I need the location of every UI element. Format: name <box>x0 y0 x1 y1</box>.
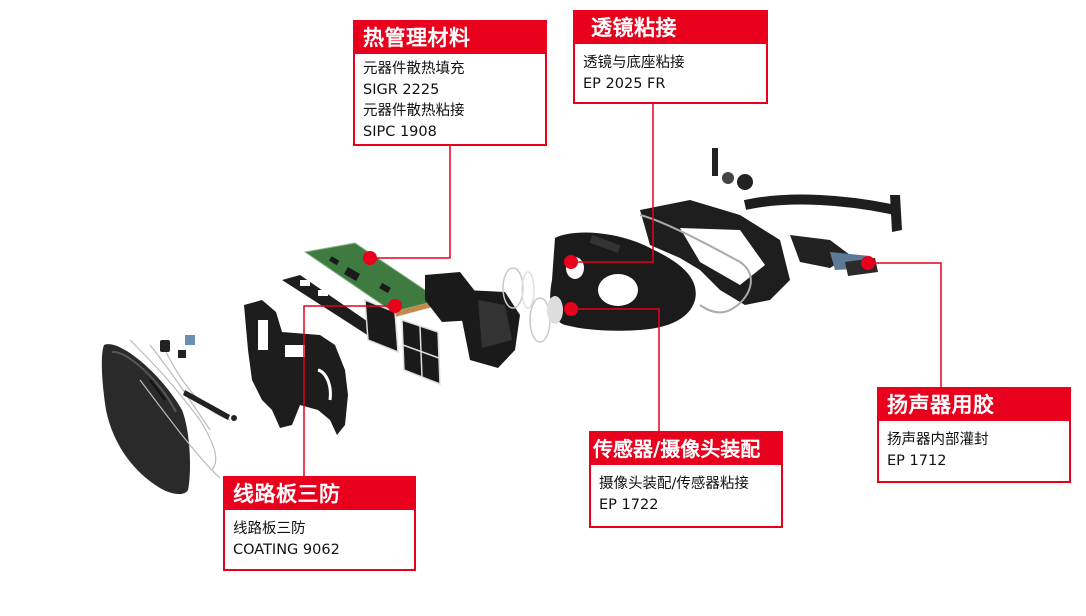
callout-lens-bonding: 透镜粘接 透镜与底座粘接 EP 2025 FR <box>573 10 768 104</box>
callout-body: 扬声器内部灌封 EP 1712 <box>879 421 1069 472</box>
callout-line: EP 1722 <box>599 497 659 513</box>
markers <box>363 251 875 316</box>
callout-line: 透镜与底座粘接 <box>583 55 685 71</box>
leader-line-pcb <box>303 305 395 476</box>
callout-body: 元器件散热填充 SIGR 2225 元器件散热粘接 SIPC 1908 <box>355 54 545 143</box>
callout-body: 线路板三防 COATING 9062 <box>225 510 414 561</box>
callout-title: 线路板三防 <box>225 478 414 510</box>
marker-speaker-dot <box>861 256 875 270</box>
callout-line: SIGR 2225 <box>363 82 440 98</box>
lens-holder-part <box>547 232 696 331</box>
leader-line-speaker <box>868 262 942 387</box>
marker-sensor-dot <box>564 302 578 316</box>
callout-line: 扬声器内部灌封 <box>887 432 989 448</box>
callout-line: EP 2025 FR <box>583 76 666 92</box>
callout-thermal-management: 热管理材料 元器件散热填充 SIGR 2225 元器件散热粘接 SIPC 190… <box>353 20 547 146</box>
callout-line: 摄像头装配/传感器粘接 <box>599 476 749 492</box>
callout-body: 透镜与底座粘接 EP 2025 FR <box>575 44 766 95</box>
leader-line-thermal <box>370 145 451 259</box>
callout-speaker-adhesive: 扬声器用胶 扬声器内部灌封 EP 1712 <box>877 387 1071 483</box>
callout-pcb-conformal-coating: 线路板三防 线路板三防 COATING 9062 <box>223 476 416 571</box>
callout-title: 透镜粘接 <box>575 12 766 44</box>
marker-thermal-dot <box>363 251 377 265</box>
marker-pcb-dot <box>388 299 402 313</box>
callout-line: 线路板三防 <box>233 521 306 537</box>
circuit-board-part <box>303 242 442 317</box>
shielding-pads-part <box>364 298 441 386</box>
callout-title: 扬声器用胶 <box>879 389 1069 421</box>
leader-line-lens <box>571 103 654 263</box>
callout-line: 元器件散热填充 <box>363 61 465 77</box>
callout-line: 元器件散热粘接 <box>363 103 465 119</box>
callout-line: COATING 9062 <box>233 542 340 558</box>
front-cover-part <box>101 344 190 495</box>
callout-body: 摄像头装配/传感器粘接 EP 1722 <box>591 465 781 516</box>
callout-line: EP 1712 <box>887 453 947 469</box>
callout-title: 热管理材料 <box>355 22 545 54</box>
leader-lines <box>303 103 942 476</box>
leader-line-sensor <box>571 308 660 431</box>
inner-frame-part <box>244 300 348 435</box>
cable-assembly-part <box>129 339 231 479</box>
marker-lens-dot <box>564 255 578 269</box>
callout-line: SIPC 1908 <box>363 124 437 140</box>
lens-barrel-part <box>425 272 520 368</box>
callout-title: 传感器/摄像头装配 <box>591 433 781 465</box>
callout-sensor-camera-assembly: 传感器/摄像头装配 摄像头装配/传感器粘接 EP 1722 <box>589 431 783 528</box>
cable-connectors-part <box>160 335 237 421</box>
